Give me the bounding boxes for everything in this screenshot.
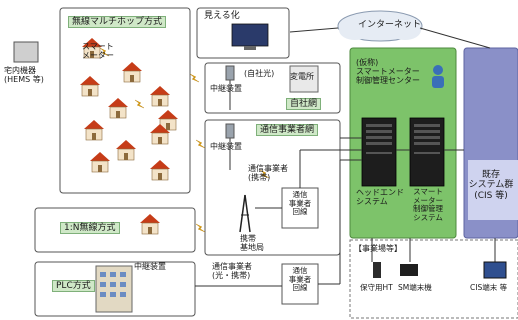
label-maint-ht: 保守用HT [360, 283, 393, 292]
label-sm-terminal: SM端末機 [398, 283, 432, 292]
label-cis-terminal: CIS端末 等 [470, 283, 508, 292]
label-carrier-line-2: 通信 事業者 回線 [288, 266, 312, 293]
headend-server-icon [361, 117, 397, 187]
label-company-net: 自社網 [286, 98, 322, 111]
label-carrier-optical: 通信事業者 (光・携帯) [212, 262, 252, 281]
home-device-icon [13, 41, 39, 63]
sm-terminal-icon [400, 264, 418, 276]
person-icon [433, 65, 443, 75]
label-smart-meter: スマート メーター [82, 42, 114, 61]
business-area [349, 239, 518, 319]
existing-system-inner [468, 160, 518, 220]
cis-terminal-icon [483, 261, 507, 279]
control-center [349, 47, 457, 239]
label-carrier-line: 通信 事業者 回線 [288, 190, 312, 217]
label-relay-3: 中継装置 [134, 262, 166, 271]
monitor-icon [231, 23, 269, 47]
label-existing: 既存 システム群 (CIS 等) [468, 170, 514, 201]
label-cell-station: 携帯 基地局 [240, 234, 264, 253]
relay-device-icon-2 [225, 123, 235, 139]
label-relay-2: 中継装置 [210, 142, 242, 151]
maint-ht-icon [373, 262, 381, 278]
label-headend: ヘッドエンド システム [356, 188, 404, 207]
sm-server-icon [409, 117, 445, 187]
label-carrier-mobile: 通信事業者 (携帯) [248, 164, 288, 183]
label-home-device: 宅内機器 (HEMS 等) [4, 66, 44, 85]
label-multihop: 無線マルチホップ方式 [68, 16, 167, 29]
label-center: (仮称) スマートメーター 制御管理センター [356, 58, 420, 86]
relay-device-icon-1 [225, 65, 235, 81]
label-internet: インターネット [358, 20, 422, 30]
plc-building-icon [95, 265, 133, 313]
label-business: 【事業場等】 [354, 244, 402, 253]
label-visualize: 見える化 [204, 11, 240, 21]
substation-icon [289, 65, 319, 93]
label-substation: 変電所 [290, 72, 314, 81]
multihop-region [59, 7, 191, 194]
label-carrier-net: 通信事業者網 [256, 124, 319, 137]
person-body-icon [432, 76, 444, 88]
monitor-stand [244, 46, 256, 50]
label-onen: 1:N無線方式 [60, 222, 120, 235]
connection-lines [195, 27, 496, 287]
cell-tower-icon [239, 194, 251, 233]
internet-cloud [337, 10, 423, 42]
label-plc: PLC方式 [52, 280, 95, 293]
label-relay-1: 中継装置 [210, 84, 242, 93]
label-own-light: (自社光) [244, 69, 275, 78]
carrier-network-box [204, 119, 341, 256]
label-sm-system: スマート メーター 制御管理 システム [413, 187, 443, 222]
